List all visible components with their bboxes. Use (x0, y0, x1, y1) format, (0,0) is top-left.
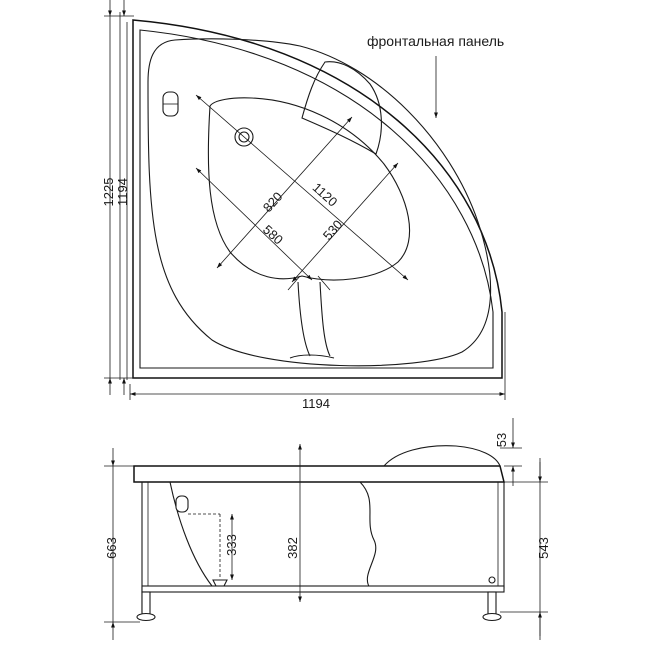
side-panel (359, 481, 505, 589)
side-rim (133, 465, 505, 483)
side-basin (169, 481, 350, 587)
leg-right (487, 591, 497, 615)
dim-1120: 1120 (310, 180, 341, 210)
dim-53: 53 (494, 433, 509, 447)
top-rim-line (139, 29, 494, 369)
top-view: 820 1120 580 530 1225 1194 1194 фронталь… (101, 0, 506, 411)
dim-1194-h: 1194 (302, 396, 330, 411)
inner-basin (207, 97, 411, 281)
footwell-channel (297, 281, 331, 357)
front-panel-label: фронтальная панель (367, 33, 504, 49)
drain-foot (212, 579, 228, 587)
dim-333: 333 (224, 534, 239, 556)
headrest (301, 61, 382, 155)
dim-820: 820 (260, 189, 286, 215)
panel-screw (488, 576, 496, 584)
dim-382: 382 (285, 537, 300, 559)
side-view: 663 382 333 53 543 (104, 418, 551, 640)
dim-1225: 1225 (101, 178, 116, 207)
dim-1194-v: 1194 (115, 178, 130, 206)
cross-a-line (195, 167, 313, 281)
dim-580: 580 (260, 222, 286, 248)
top-outer-contour (132, 19, 503, 379)
side-overflow (175, 495, 189, 513)
cross-b-line (291, 162, 399, 283)
leg-left (141, 591, 151, 615)
bottom-tick-b (317, 275, 331, 291)
side-headrest (383, 445, 501, 467)
dim-530: 530 (320, 217, 346, 243)
basin-outer (147, 38, 492, 367)
footwell-base (289, 354, 335, 359)
foot-right (482, 612, 502, 622)
foot-left (136, 612, 156, 622)
dim-663: 663 (104, 537, 119, 559)
bottom-tick-a (287, 275, 301, 291)
dim-543: 543 (536, 537, 551, 559)
frame-bar (141, 585, 505, 593)
